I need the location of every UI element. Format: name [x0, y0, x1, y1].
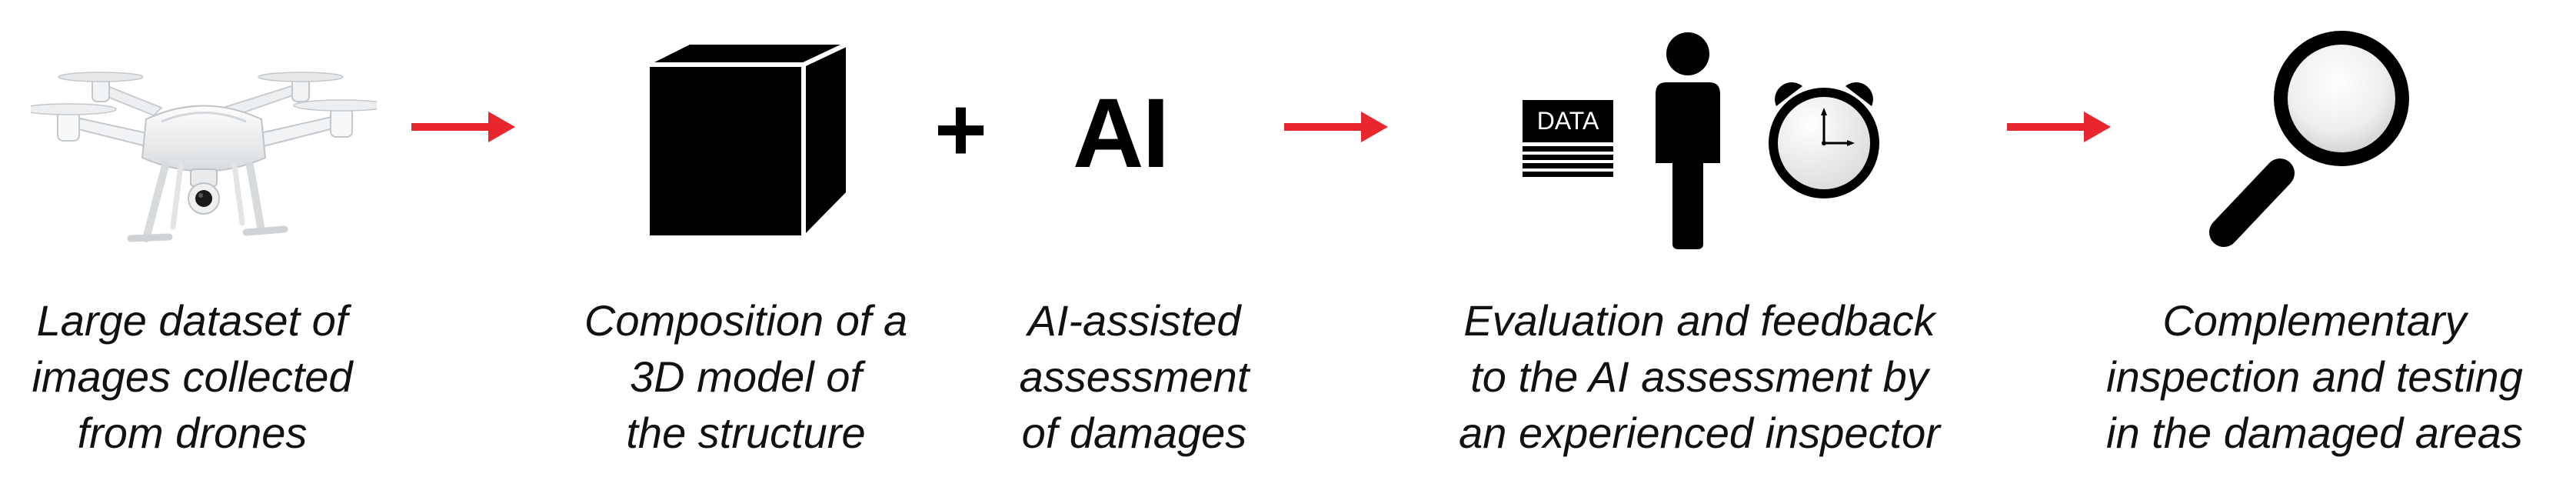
caption-line: in the damaged areas: [2106, 409, 2523, 457]
drone-icon: [31, 72, 377, 242]
step-caption-complementary-inspection: Complementary inspection and testing in …: [2061, 292, 2568, 461]
caption-line: to the AI assessment by: [1470, 352, 1929, 401]
step-caption-inspector-evaluation: Evaluation and feedback to the AI assess…: [1407, 292, 1992, 461]
step-caption-drone-dataset: Large dataset of images collected from d…: [0, 292, 384, 461]
caption-line: AI-assisted: [1027, 296, 1241, 345]
caption-line: Composition of a: [584, 296, 908, 345]
caption-line: inspection and testing: [2106, 352, 2523, 401]
caption-line: images collected: [32, 352, 353, 401]
data-stack-icon: DATA: [1523, 100, 1613, 177]
step-caption-3d-model: Composition of a 3D model of the structu…: [554, 292, 938, 461]
clock-icon: [1769, 82, 1879, 198]
data-label: DATA: [1536, 107, 1599, 135]
plus-sign: +: [934, 79, 987, 181]
caption-line: 3D model of: [630, 352, 862, 401]
caption-line: Complementary: [2162, 296, 2467, 345]
step-caption-ai-assessment: AI-assisted assessment of damages: [973, 292, 1296, 461]
person-icon: [1656, 32, 1720, 249]
arrow-right-icon: [2007, 112, 2111, 142]
arrow-right-icon: [411, 112, 515, 142]
caption-line: from drones: [77, 409, 308, 457]
caption-line: assessment: [1019, 352, 1250, 401]
caption-line: Evaluation and feedback: [1463, 296, 1935, 345]
arrow-right-icon: [1284, 112, 1388, 142]
caption-line: of damages: [1021, 409, 1247, 457]
cube-icon: [650, 45, 847, 235]
magnifying-glass-icon: [2209, 31, 2409, 247]
ai-label: AI: [1073, 78, 1170, 188]
caption-line: Large dataset of: [36, 296, 348, 345]
caption-line: an experienced inspector: [1459, 409, 1940, 457]
caption-line: the structure: [626, 409, 866, 457]
